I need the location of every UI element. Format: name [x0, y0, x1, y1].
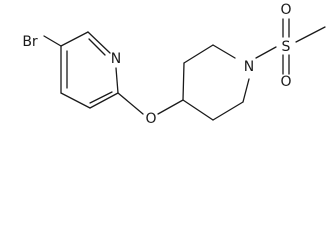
atom-piperidine-nitrogen: N [244, 59, 254, 75]
bond-c3p-c2p [183, 44, 214, 64]
atom-pyridine-nitrogen: N [111, 51, 121, 67]
bond-c2-c3-inner [89, 91, 113, 104]
bond-c2p-n [212, 44, 236, 59]
atom-ether-oxygen: O [145, 111, 156, 127]
bond-n-s [255, 46, 277, 59]
bond-c3-c4 [60, 92, 91, 109]
atom-sulfur: S [282, 39, 291, 55]
molecule-structure: Br N O N S O O [22, 2, 326, 127]
bond-c5-br [43, 35, 62, 47]
bond-o-c4p [157, 99, 184, 115]
bond-c5-c6 [60, 31, 89, 47]
bond-c2-c3 [89, 92, 119, 109]
bond-c2-o [117, 92, 144, 115]
bond-n1-c2 [115, 67, 119, 94]
bond-c6p-c5p [212, 101, 244, 121]
structure-canvas: Br N O N S O O [22, 2, 326, 127]
atom-sulfonyl-oxygen-bottom: O [280, 74, 291, 90]
bond-s-methyl [295, 26, 326, 43]
atom-sulfonyl-oxygen-top: O [280, 2, 291, 18]
bond-n-c6p [242, 78, 250, 103]
bond-c5p-c4p [182, 99, 214, 121]
atom-bromine: Br [22, 34, 38, 50]
bond-c6-n1 [87, 31, 111, 54]
bond-c6-n1-inner [88, 38, 106, 56]
bond-c4p-c3p [182, 62, 185, 101]
